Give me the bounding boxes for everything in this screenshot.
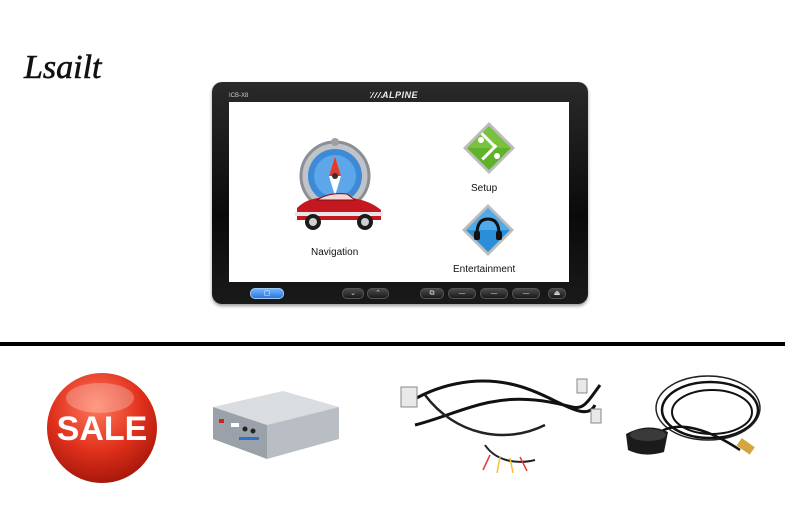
navigation-box-image [213,391,339,459]
model-label: ICB-X8 [229,93,249,99]
eject-button[interactable]: ⏏ [548,288,566,299]
gps-antenna-image [626,375,761,455]
touch-screen[interactable]: Navigation Setup Entertainment [229,102,569,282]
entertainment-label: Entertainment [453,264,516,275]
brand-logo-text: Lsailt [23,49,103,86]
brand-mark-icon [370,92,382,98]
head-unit-device: ICB-X8 ALPINE Navigation [212,82,588,304]
function-button-3[interactable]: — [512,288,540,299]
headphones-icon[interactable] [460,202,516,260]
function-button-2[interactable]: — [480,288,508,299]
navigation-label: Navigation [311,247,359,258]
sale-badge: SALE [47,373,157,483]
maker-label: ALPINE [382,90,419,100]
navigation-icon[interactable] [289,126,389,242]
cable-harness-image [400,378,602,474]
section-divider [0,342,785,346]
setup-icon[interactable] [461,120,517,178]
hardware-button-bar: ▢ ⌄ ⌃ ⧉ — — — ⏏ [230,286,570,300]
brand-logo: Lsailt [23,49,104,87]
scroll-up-button[interactable]: ⌃ [367,288,389,299]
setup-label: Setup [471,183,498,194]
function-button-1[interactable]: — [448,288,476,299]
scroll-down-button[interactable]: ⌄ [342,288,364,299]
home-button[interactable]: ▢ [250,288,284,299]
sale-badge-text: SALE [57,410,148,448]
window-button[interactable]: ⧉ [420,288,444,299]
